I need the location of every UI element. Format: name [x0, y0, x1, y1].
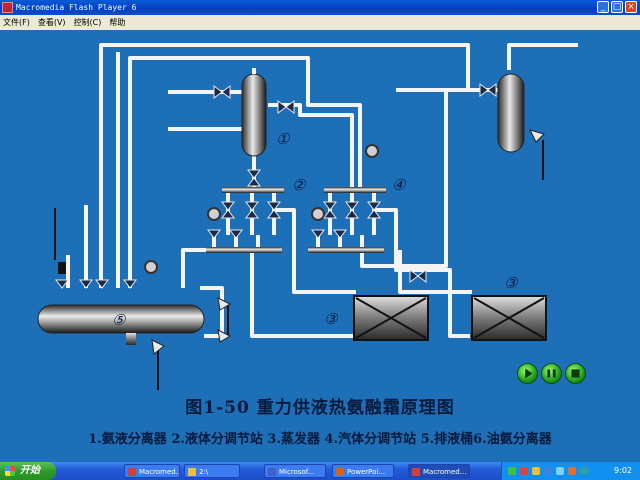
start-label: 开始 — [20, 465, 40, 476]
label-3-right: ③ — [504, 274, 519, 292]
play-icon — [525, 368, 533, 379]
liquid-station-2 — [206, 187, 284, 253]
pressure-gauges — [58, 144, 379, 274]
task-macromedia-1[interactable]: Macromed... — [124, 464, 180, 478]
window-titlebar[interactable]: Macromedia Flash Player 6 _ □ × — [0, 0, 640, 15]
stop-icon — [571, 369, 580, 378]
task-macromedia-2[interactable]: Macromed... — [408, 464, 470, 478]
tray-update-icon[interactable] — [568, 467, 576, 475]
flash-task-icon — [128, 468, 136, 476]
minimize-button[interactable]: _ — [597, 1, 609, 13]
windows-logo-icon — [5, 466, 15, 476]
task-drive[interactable]: 2:\ — [184, 464, 240, 478]
tray-network-icon[interactable] — [508, 467, 516, 475]
flash-stage: ① ② ④ ③ ③ ⑤ 图1-50 重力供液热氨融霜原理图 1.氨液分离器 2.… — [0, 30, 640, 462]
tray-app-icon[interactable] — [556, 467, 564, 475]
menu-control[interactable]: 控制(C) — [73, 18, 102, 27]
task-microsoft[interactable]: Microsof... — [264, 464, 326, 478]
ammonia-liquid-separator-1 — [241, 68, 267, 157]
figure-title: 图1-50 重力供液热氨融霜原理图 — [185, 398, 455, 418]
powerpoint-icon — [336, 468, 344, 476]
close-button[interactable]: × — [625, 1, 637, 13]
defrost-diagram: ① ② ④ ③ ③ ⑤ — [37, 43, 578, 390]
label-2: ② — [292, 176, 307, 194]
label-3-left: ③ — [324, 310, 339, 328]
window-title: Macromedia Flash Player 6 — [16, 3, 137, 12]
pause-button[interactable] — [541, 363, 562, 384]
evaporator-3-right — [471, 295, 547, 341]
folder-icon — [188, 468, 196, 476]
system-tray: 9:02 — [501, 462, 640, 480]
playback-controls — [517, 363, 586, 384]
evaporator-3-left — [353, 295, 429, 341]
tray-usb-icon[interactable] — [580, 467, 588, 475]
menu-file[interactable]: 文件(F) — [3, 18, 30, 27]
play-button[interactable] — [517, 363, 538, 384]
menu-help[interactable]: 帮助 — [109, 18, 126, 27]
vapor-station-4 — [308, 187, 386, 253]
task-powerpoint[interactable]: PowerPoi... — [332, 464, 394, 478]
drain-tank-5 — [37, 297, 232, 355]
tray-clock: 9:02 — [614, 466, 632, 475]
signal-lines — [54, 140, 544, 390]
word-icon — [268, 468, 276, 476]
oil-ammonia-separator-6 — [497, 73, 545, 153]
label-5: ⑤ — [112, 311, 127, 329]
start-button[interactable]: 开始 — [0, 462, 56, 480]
figure-legend: 1.氨液分离器 2.液体分调节站 3.蒸发器 4.汽体分调节站 5.排液桶6.油… — [88, 432, 552, 447]
tray-ime-icon[interactable] — [544, 467, 552, 475]
label-1: ① — [276, 130, 291, 148]
tray-security-icon[interactable] — [520, 467, 528, 475]
flash-app-icon — [2, 2, 13, 13]
tray-speaker-icon[interactable] — [532, 467, 540, 475]
label-4: ④ — [392, 176, 407, 194]
valves — [55, 83, 497, 289]
menu-view[interactable]: 查看(V) — [37, 18, 66, 27]
menu-bar: 文件(F) 查看(V) 控制(C) 帮助 — [0, 15, 640, 30]
pause-icon — [547, 369, 556, 378]
taskbar: 开始 Macromed... 2:\ Microsof... PowerPoi.… — [0, 462, 640, 480]
flash-task-icon — [412, 468, 420, 476]
maximize-button[interactable]: □ — [611, 1, 623, 13]
stop-button[interactable] — [565, 363, 586, 384]
